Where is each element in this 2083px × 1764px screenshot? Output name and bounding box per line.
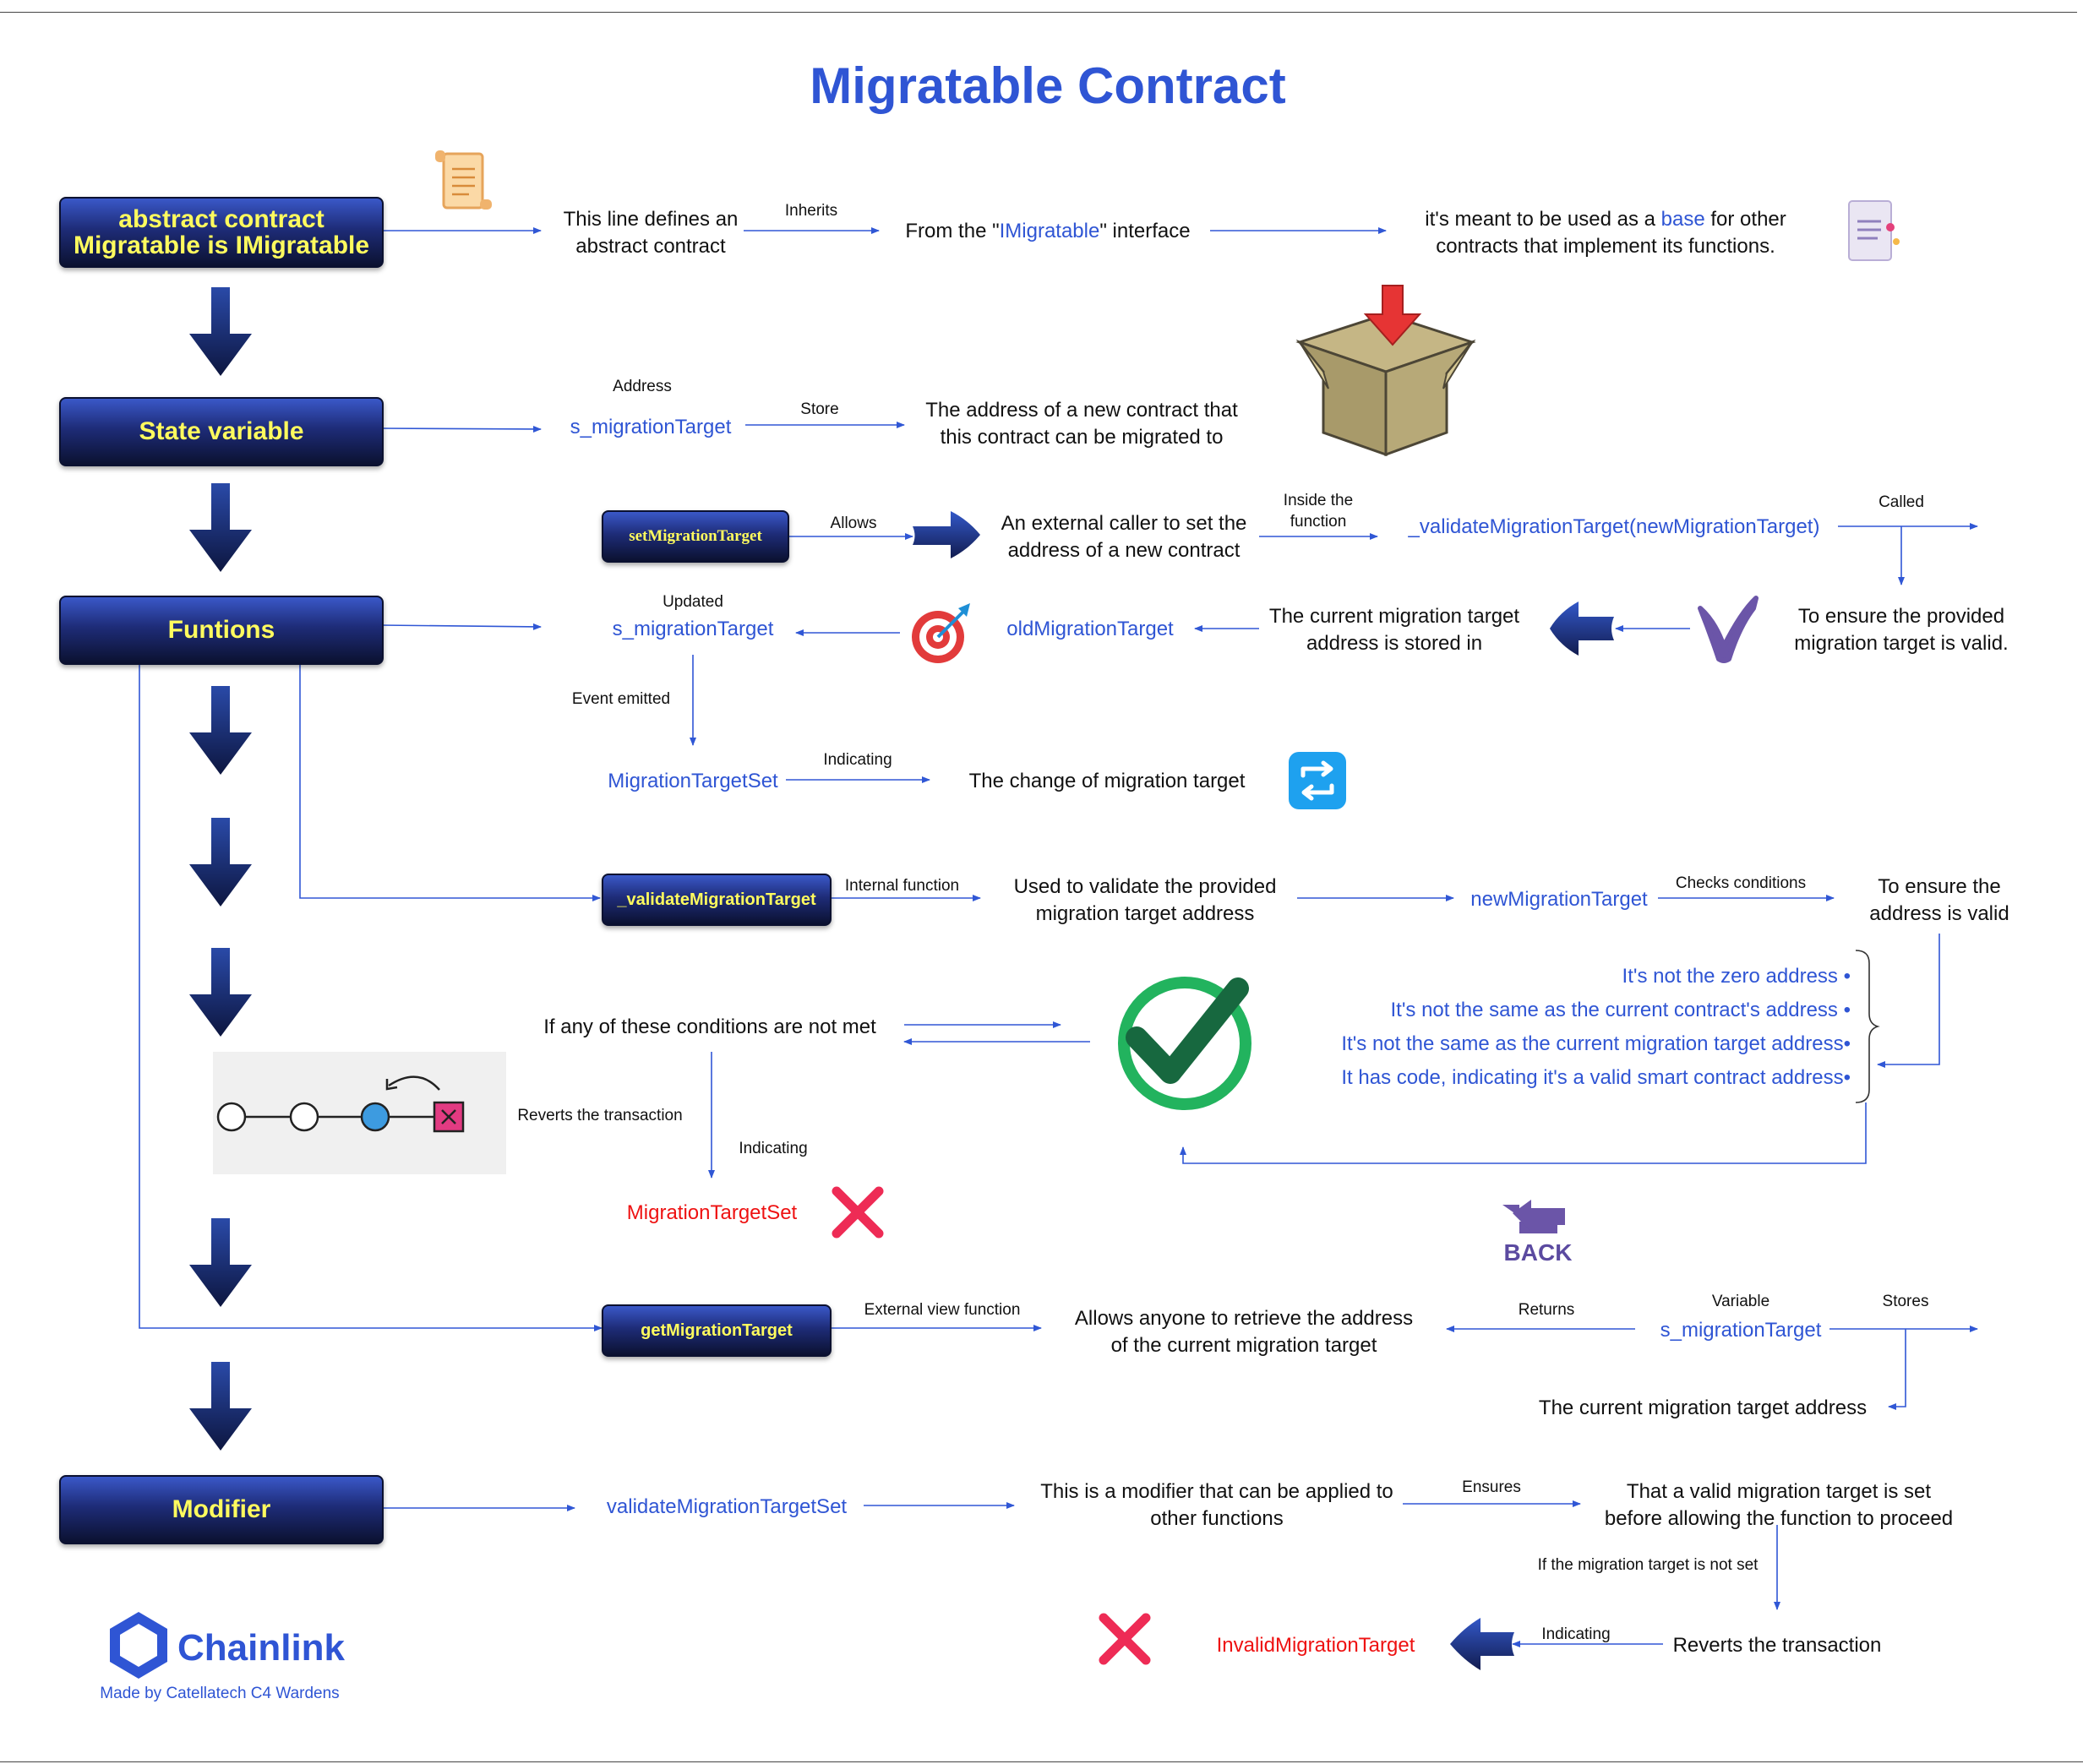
purple-check-icon — [1698, 596, 1759, 663]
node-abstract-contract: abstract contract Migratable is IMigrata… — [59, 197, 384, 268]
conditions-not-met-text: If any of these conditions are not met — [543, 1015, 876, 1038]
indicating-label-3: Indicating — [1541, 1625, 1611, 1643]
error-migration-target-set: MigrationTargetSet — [626, 1201, 798, 1224]
bottom-border — [0, 1761, 2083, 1762]
from-interface-text: From the "IMigratable" interface — [905, 220, 1191, 242]
modifier-reverts-text: Reverts the transaction — [1672, 1634, 1882, 1657]
inside-function-label: Inside the function — [1283, 492, 1354, 531]
validate-call-text: _validateMigrationTarget(newMigrationTar… — [1408, 515, 1820, 538]
store-label: Store — [800, 400, 839, 418]
state-var-desc: The address of a new contract that this … — [925, 399, 1238, 449]
address-label: Address — [613, 378, 672, 395]
down-arrows — [189, 287, 252, 1451]
scroll-icon — [435, 150, 492, 210]
down-arrow-6 — [189, 1218, 252, 1307]
credit-text: Made by Catellatech C4 Wardens — [100, 1685, 340, 1702]
left-fat-arrow-icon — [1550, 602, 1614, 656]
external-view-label: External view function — [864, 1301, 1021, 1319]
called-label: Called — [1879, 493, 1924, 511]
event-name: MigrationTargetSet — [608, 770, 778, 792]
new-migration-target-param: newMigrationTarget — [1470, 888, 1648, 911]
if-not-set-label: If the migration target is not set — [1537, 1556, 1759, 1574]
conditions-list: It's not the zero address • It's not the… — [1251, 960, 1851, 1095]
node-get-migration-target: getMigrationTarget — [602, 1304, 832, 1357]
condition-item: It's not the same as the current contrac… — [1390, 999, 1851, 1021]
updated-state-var: s_migrationTarget — [612, 618, 774, 640]
internal-function-label: Internal function — [844, 877, 960, 895]
get-state-var: s_migrationTarget — [1660, 1319, 1822, 1342]
valid-target-text: That a valid migration target is set bef… — [1604, 1480, 1954, 1530]
right-fat-arrow-icon — [913, 511, 980, 558]
stores-label: Stores — [1882, 1293, 1929, 1310]
used-to-validate-text: Used to validate the provided migration … — [1013, 875, 1277, 925]
base-contract-text: it's meant to be used as a base for othe… — [1425, 208, 1786, 258]
reverts-transaction-label: Reverts the transaction — [517, 1107, 683, 1124]
imigratable-name: IMigratable — [999, 220, 1100, 242]
conditions-brace — [1855, 950, 1880, 1103]
external-caller-text: An external caller to set the address of… — [1001, 512, 1247, 562]
change-target-text: The change of migration target — [968, 770, 1246, 792]
ensures-label: Ensures — [1462, 1478, 1521, 1496]
ensure-address-valid-text: To ensure the address is valid — [1869, 875, 2009, 925]
checks-conditions-label: Checks conditions — [1675, 874, 1807, 892]
connectors — [139, 227, 1978, 1647]
down-arrow-7 — [189, 1362, 252, 1451]
old-migration-target: oldMigrationTarget — [1006, 618, 1174, 640]
node-modifier: Modifier — [59, 1475, 384, 1544]
current-stored-text: The current migration target address is … — [1268, 605, 1520, 655]
error-invalid-migration-target: InvalidMigrationTarget — [1216, 1634, 1415, 1657]
defines-abstract-text: This line defines an abstract contract — [563, 208, 739, 258]
refresh-icon — [1289, 752, 1346, 809]
box-icon — [1295, 285, 1476, 457]
inherits-label: Inherits — [784, 202, 838, 220]
returns-label: Returns — [1518, 1301, 1575, 1319]
page-title: Migratable Contract — [810, 57, 1286, 114]
chainlink-brand: Chainlink — [177, 1627, 346, 1669]
event-emitted-label: Event emitted — [571, 690, 671, 708]
chainlink-logo-icon — [110, 1612, 167, 1679]
down-arrow-3 — [189, 686, 252, 775]
modifier-name: validateMigrationTargetSet — [606, 1495, 848, 1518]
top-border — [0, 12, 2077, 13]
state-var-name: s_migrationTarget — [570, 416, 732, 438]
retrieve-address-text: Allows anyone to retrieve the address of… — [1074, 1307, 1414, 1357]
node-state-variable: State variable — [59, 397, 384, 466]
node-functions: Funtions — [59, 596, 384, 665]
down-arrow-4 — [189, 818, 252, 906]
allows-label: Allows — [830, 514, 877, 532]
document-icon — [1848, 200, 1900, 261]
revert-diagram-icon — [216, 1075, 465, 1133]
red-x-icon-1 — [832, 1186, 884, 1239]
green-check-icon — [1118, 977, 1251, 1110]
condition-item: It has code, indicating it's a valid sma… — [1341, 1066, 1851, 1089]
condition-item: It's not the same as the current migrati… — [1341, 1032, 1851, 1055]
red-x-icon-2 — [1099, 1613, 1151, 1665]
ensure-valid-text: To ensure the provided migration target … — [1794, 605, 2009, 655]
condition-item: It's not the zero address • — [1622, 965, 1851, 988]
down-arrow-5 — [189, 948, 252, 1037]
modifier-desc: This is a modifier that can be applied t… — [1040, 1480, 1393, 1530]
indicating-label-2: Indicating — [739, 1140, 808, 1157]
down-arrow-1 — [189, 287, 252, 376]
back-icon-graphic — [1502, 1200, 1565, 1233]
indicating-label-1: Indicating — [823, 751, 892, 769]
left-fat-arrow-modifier-icon — [1450, 1618, 1514, 1670]
current-target-address-text: The current migration target address — [1538, 1396, 1868, 1419]
back-icon: BACK — [1503, 1239, 1573, 1266]
node-validate-migration-target: _validateMigrationTarget — [602, 874, 832, 926]
target-icon — [912, 603, 970, 663]
updated-label: Updated — [663, 593, 723, 611]
node-set-migration-target: setMigrationTarget — [602, 510, 789, 563]
variable-label: Variable — [1711, 1293, 1770, 1310]
down-arrow-2 — [189, 483, 252, 572]
